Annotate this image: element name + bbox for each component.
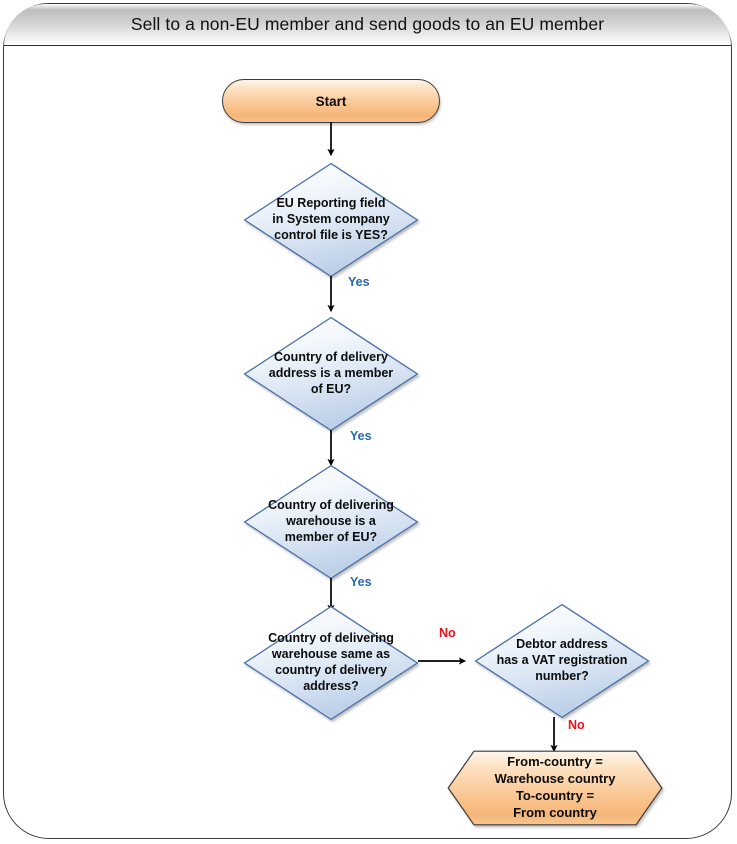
node-start[interactable]: Start [222,79,440,123]
diagram-title-bar: Sell to a non-EU member and send goods t… [4,4,731,46]
connector-eu-reporting-to-delivery-country [327,276,335,313]
edge-label-warehouse-country-yes: Yes [350,575,372,589]
diamond-shape [243,605,419,721]
connector-warehouse-country-to-same-country [327,578,335,613]
node-decision-same-country-label: Country of delivering warehouse same as … [268,631,394,693]
node-decision-delivery-country[interactable]: Country of delivery address is a member … [243,316,419,432]
edge-label-eu-reporting-yes: Yes [348,275,370,289]
hexagon-shape [447,750,663,826]
node-result-from-to-country[interactable]: From-country = Warehouse country To-coun… [447,750,663,826]
node-start-label: Start [315,93,347,109]
connector-vat-number-to-result [550,717,558,753]
node-decision-same-country[interactable]: Country of delivering warehouse same as … [243,605,419,721]
node-decision-warehouse-country-label: Country of delivering warehouse is a mem… [268,498,394,544]
connector-delivery-country-to-warehouse-country [327,430,335,467]
node-decision-vat-number[interactable]: Debtor address has a VAT registration nu… [474,603,650,719]
node-decision-delivery-country-label: Country of delivery address is a member … [268,350,394,396]
connector-same-country-to-vat-number [418,657,467,665]
diagram-frame [3,3,732,839]
node-decision-warehouse-country[interactable]: Country of delivering warehouse is a mem… [243,464,419,580]
edge-label-same-country-no: No [439,626,456,640]
node-decision-eu-reporting[interactable]: EU Reporting field in System company con… [243,162,419,278]
node-decision-vat-number-label: Debtor address has a VAT registration nu… [496,637,628,683]
page-title: Sell to a non-EU member and send goods t… [130,14,605,34]
node-decision-eu-reporting-label: EU Reporting field in System company con… [272,196,390,242]
node-result-from-to-country-label: From-country = Warehouse country To-coun… [494,754,616,820]
edge-label-vat-number-no: No [568,718,585,732]
diamond-shape [474,603,650,719]
edge-label-delivery-country-yes: Yes [350,429,372,443]
connector-start-to-eu-reporting [327,122,335,157]
